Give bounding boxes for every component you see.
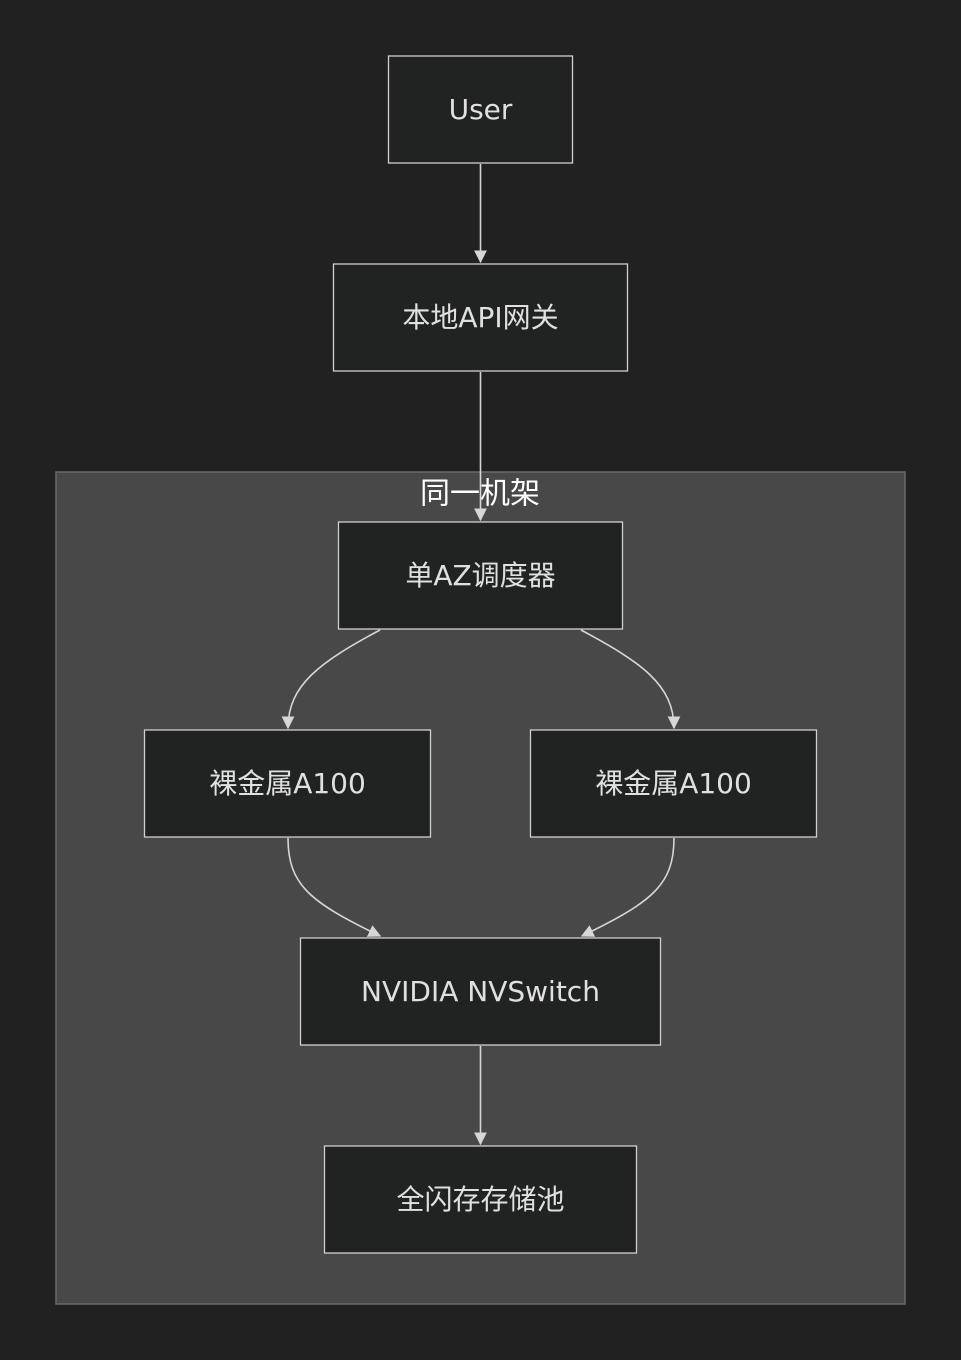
- node-a100-right-label: 裸金属A100: [595, 767, 752, 800]
- node-gateway[interactable]: 本地API网关: [332, 263, 629, 372]
- edges: [281, 164, 681, 1146]
- node-user[interactable]: User: [387, 55, 574, 164]
- node-a100-right[interactable]: 裸金属A100: [529, 729, 818, 838]
- node-user-label: User: [449, 93, 513, 126]
- node-nvswitch-label: NVIDIA NVSwitch: [361, 975, 600, 1008]
- node-a100-left[interactable]: 裸金属A100: [143, 729, 432, 838]
- edge-a100-left-nvswitch: [287, 837, 382, 937]
- edge-scheduler-a100-left: [281, 629, 381, 730]
- node-storage-label: 全闪存存储池: [396, 1183, 564, 1216]
- node-gateway-label: 本地API网关: [402, 301, 558, 334]
- edge-scheduler-a100-right: [580, 629, 681, 730]
- node-a100-left-label: 裸金属A100: [209, 767, 366, 800]
- node-scheduler-label: 单AZ调度器: [405, 559, 555, 592]
- node-scheduler[interactable]: 单AZ调度器: [337, 521, 624, 630]
- edge-a100-right-nvswitch: [580, 837, 675, 937]
- node-nvswitch[interactable]: NVIDIA NVSwitch: [299, 937, 662, 1046]
- node-storage[interactable]: 全闪存存储池: [323, 1145, 638, 1254]
